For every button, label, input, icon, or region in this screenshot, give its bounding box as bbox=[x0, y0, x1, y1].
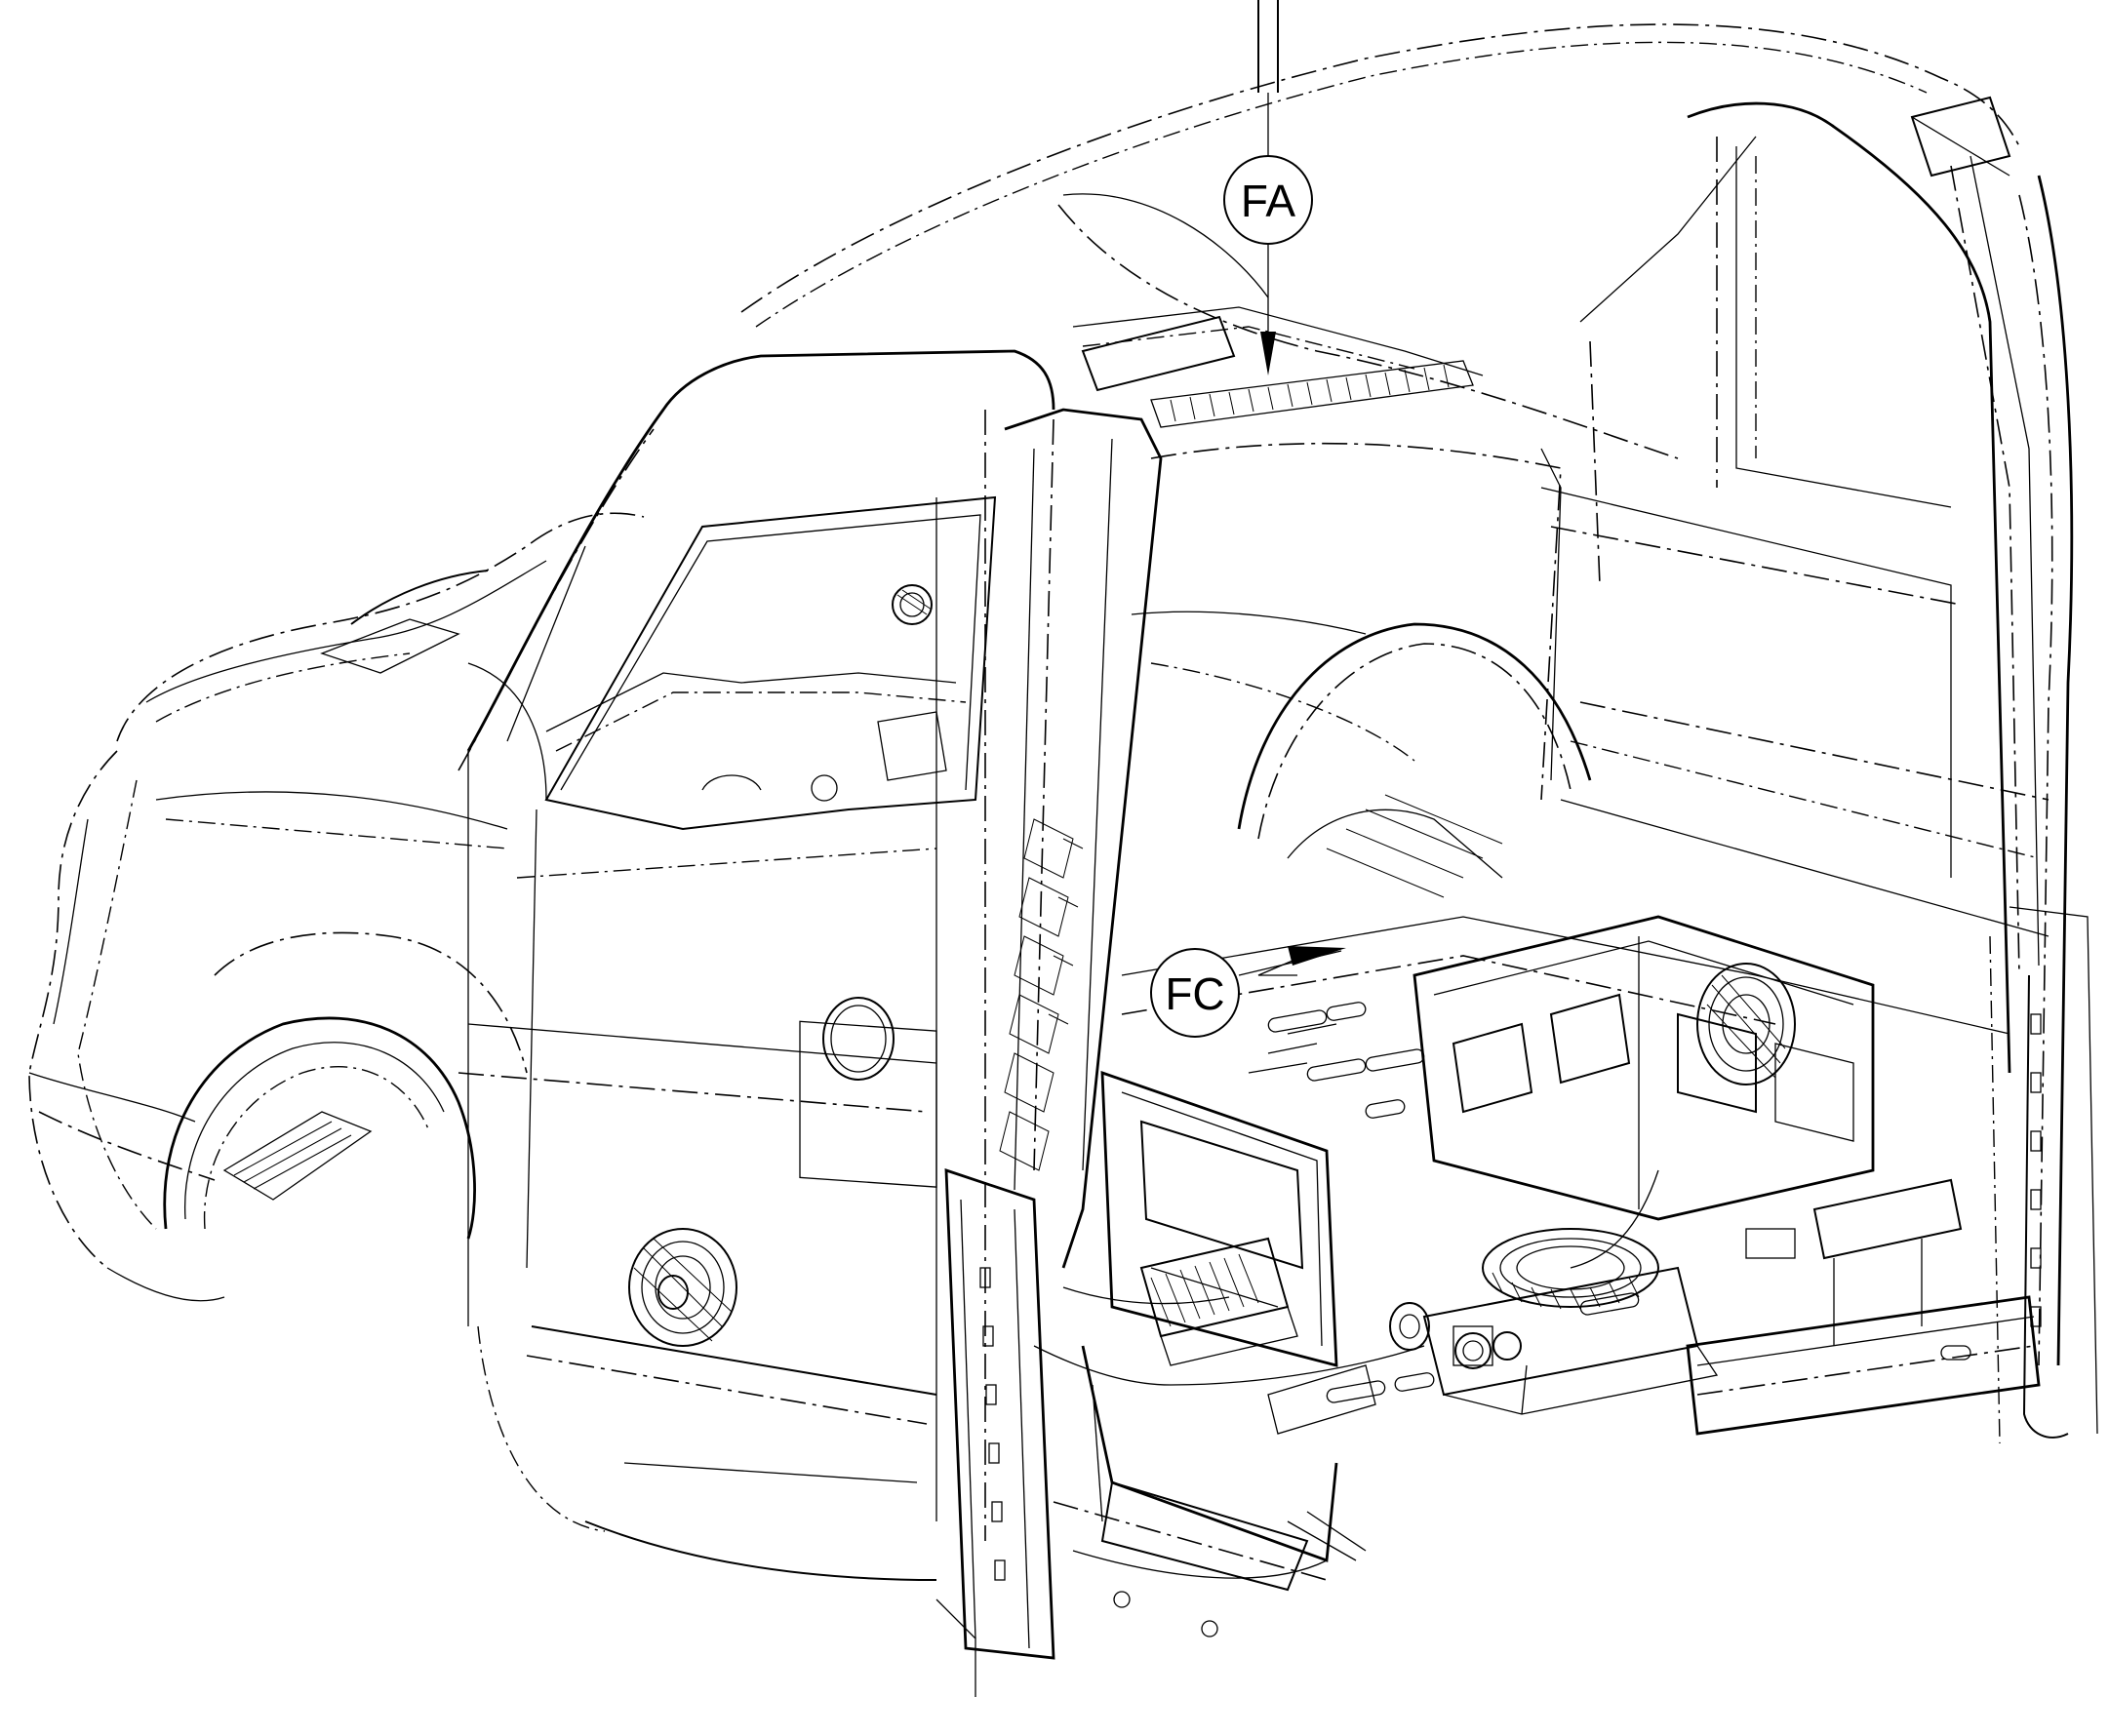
door-hinge-pillar bbox=[935, 1168, 1055, 1697]
fuel-cap-panel bbox=[799, 997, 937, 1188]
interior-dashboard bbox=[545, 672, 967, 802]
b-pillar bbox=[999, 408, 1163, 1269]
seatbelt-bracket bbox=[892, 584, 933, 625]
hood bbox=[116, 512, 645, 742]
fa-arrowhead bbox=[1260, 332, 1276, 375]
battery-box bbox=[1422, 1266, 1719, 1415]
cargo-floor bbox=[1121, 916, 2010, 1403]
rear-seat-frame bbox=[1413, 915, 1875, 1221]
roof-panel bbox=[740, 23, 2020, 459]
fc-label: FC bbox=[1165, 968, 1224, 1019]
wiring-harness bbox=[1033, 1169, 1659, 1561]
fa-label: FA bbox=[1241, 176, 1296, 226]
door-speaker bbox=[628, 1228, 737, 1347]
amplifier-module bbox=[1139, 1237, 1298, 1366]
callout-fa: FA bbox=[1223, 0, 1313, 375]
side-body-panel bbox=[1131, 442, 2049, 937]
fc-circle bbox=[1150, 948, 1240, 1038]
rear-speaker bbox=[1696, 963, 1796, 1085]
front-seat-base bbox=[1100, 1071, 1338, 1367]
rear-floor-rail bbox=[1686, 1178, 2041, 1436]
pillar-slots bbox=[2030, 1013, 2042, 1327]
rear-wheel-arch bbox=[1237, 622, 1592, 898]
fc-arrowhead bbox=[1288, 946, 1346, 966]
front-door bbox=[458, 349, 1055, 1581]
rear-c-pillar bbox=[1579, 96, 2040, 1074]
lower-sill bbox=[1053, 1345, 1376, 1637]
subwoofer-ring bbox=[1482, 1228, 1659, 1310]
rear-right-pillar bbox=[1989, 175, 2098, 1444]
front-bumper bbox=[28, 750, 225, 1302]
grommet bbox=[1389, 1302, 1430, 1351]
callout-fc: FC bbox=[1150, 946, 1346, 1038]
front-wheel-arch bbox=[163, 1016, 476, 1240]
front-fender bbox=[155, 662, 547, 1074]
roof-vent-strip bbox=[1150, 360, 1474, 428]
